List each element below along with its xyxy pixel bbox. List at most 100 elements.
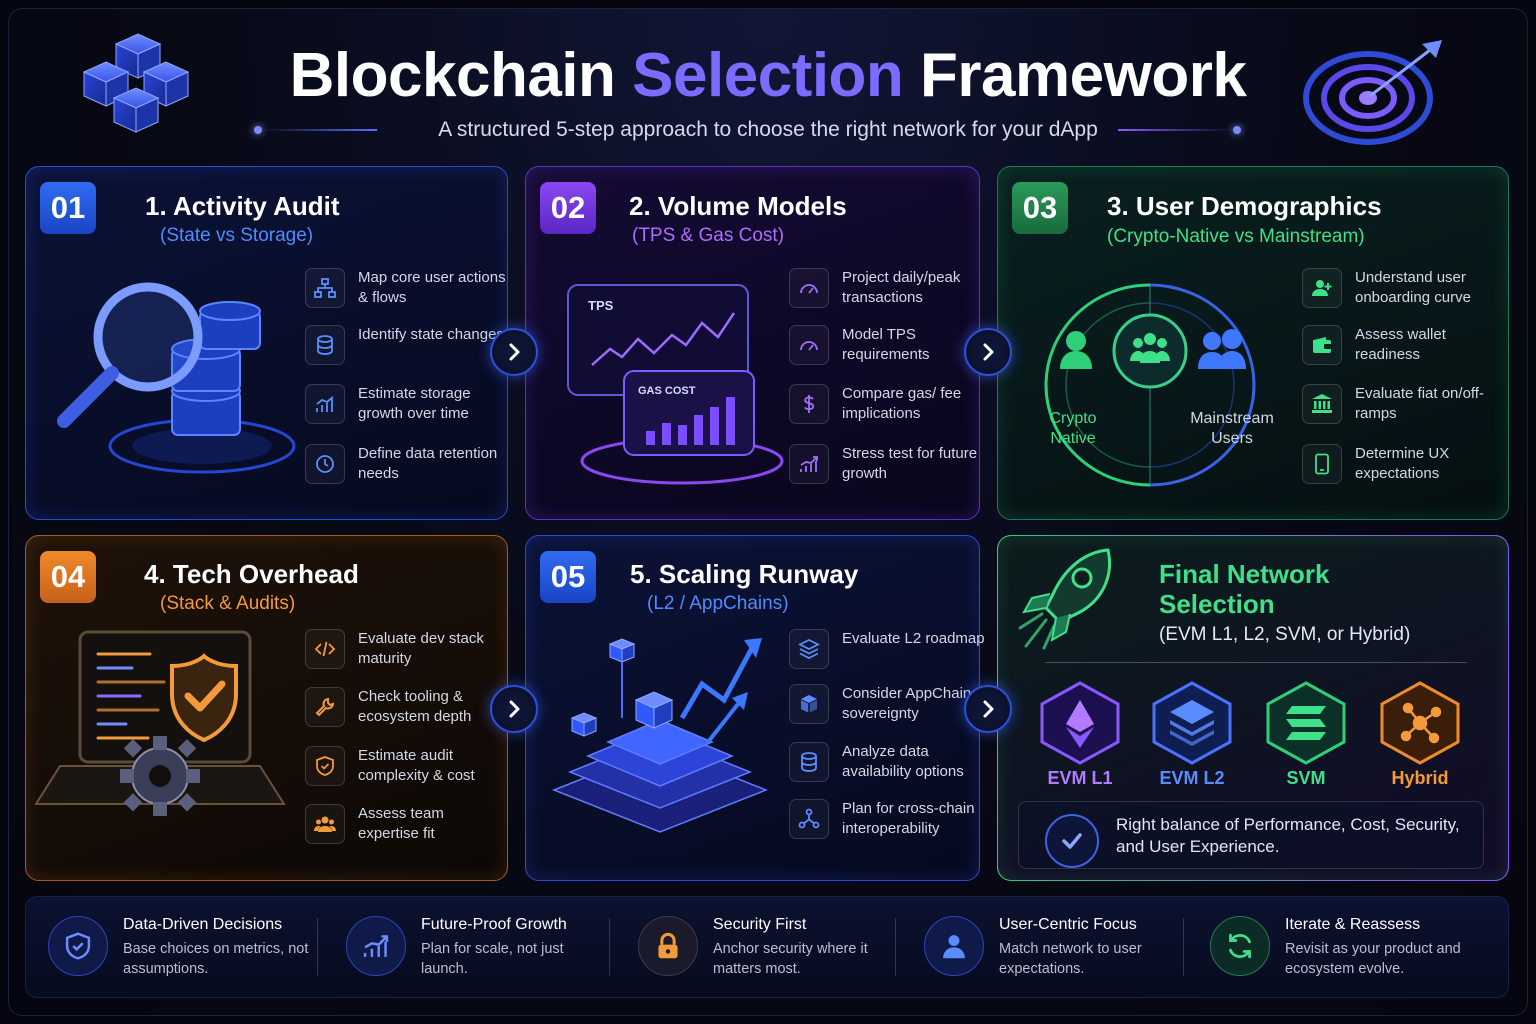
divider-dot [254, 126, 262, 134]
list-item: Identify state changes [305, 325, 504, 371]
evm-l2-option[interactable] [1150, 680, 1234, 766]
hybrid-label: Hybrid [1391, 768, 1449, 788]
separator [895, 918, 896, 976]
list-item: Evaluate dev stack maturity [305, 629, 495, 675]
list-item: Plan for cross-chain interoperability [789, 799, 979, 845]
step-number: 05 [540, 551, 596, 603]
check-icon [1045, 814, 1099, 868]
crypto-native-label: Crypto Native [1049, 410, 1097, 447]
next-step-arrow [964, 328, 1012, 376]
chevron-right-icon [983, 343, 994, 361]
bank-icon [1302, 384, 1342, 424]
hybrid-option[interactable] [1378, 680, 1462, 766]
next-step-arrow [490, 328, 538, 376]
target-icon [1302, 36, 1452, 146]
next-step-arrow [490, 685, 538, 733]
page-title: Blockchain Selection Framework [289, 41, 1247, 110]
ethereum-icon [1066, 700, 1094, 748]
magnifier-database-icon [52, 271, 302, 491]
step-subtitle: (L2 / AppChains) [647, 593, 789, 614]
user-icon [924, 916, 984, 976]
list-item: Define data retention needs [305, 444, 497, 490]
gauge-icon [789, 268, 829, 308]
step-subtitle: (Crypto-Native vs Mainstream) [1107, 226, 1365, 247]
page-subtitle: A structured 5-step approach to choose t… [438, 118, 1098, 141]
next-step-arrow [964, 685, 1012, 733]
divider-dot [1233, 126, 1241, 134]
evm-l1-label: EVM L1 [1047, 768, 1113, 788]
step-card-activity-audit: 01 1. Activity Audit (State vs Storage) … [25, 166, 508, 520]
user-segments-diagram: Crypto Native Mainstream Users [1032, 277, 1292, 487]
layers-icon [789, 629, 829, 669]
refresh-icon [1210, 916, 1270, 976]
svm-option[interactable] [1264, 680, 1348, 766]
step-subtitle: (State vs Storage) [160, 225, 314, 246]
team-icon [305, 804, 345, 844]
step-title: 5. Scaling Runway [630, 559, 859, 589]
growth-chart-icon [789, 444, 829, 484]
wrench-icon [305, 687, 345, 727]
user-plus-icon [1302, 268, 1342, 308]
list-item: Consider AppChain sovereignty [789, 684, 979, 730]
step-number: 03 [1012, 182, 1068, 234]
step-title: 1. Activity Audit [145, 191, 340, 221]
step-title: 3. User Demographics [1107, 191, 1382, 221]
chevron-right-icon [509, 700, 520, 718]
step-number: 04 [40, 551, 96, 603]
step-card-volume-models: 02 2. Volume Models (TPS & Gas Cost) TPS… [525, 166, 980, 520]
list-item: Evaluate L2 roadmap [789, 629, 985, 675]
chevron-right-icon [983, 700, 994, 718]
rocket-icon [1012, 544, 1122, 654]
shield-check-icon [305, 746, 345, 786]
list-item: Assess wallet readiness [1302, 325, 1492, 371]
growth-chart-icon [346, 916, 406, 976]
evm-l2-label: EVM L2 [1159, 768, 1225, 788]
separator [609, 918, 610, 976]
list-item: Assess team expertise fit [305, 804, 495, 850]
flow-chart-icon [305, 268, 345, 308]
step-title: 4. Tech Overhead [144, 559, 359, 589]
database-icon [789, 742, 829, 782]
separator [317, 918, 318, 976]
step-number: 02 [540, 182, 596, 234]
tps-gas-chart-illustration: TPS GAS COST [562, 279, 784, 489]
database-icon [305, 325, 345, 365]
gauge-icon [789, 325, 829, 365]
separator [1183, 918, 1184, 976]
code-shield-gear-icon [34, 626, 300, 856]
tps-label: TPS [588, 298, 614, 313]
step-title: 2. Volume Models [629, 191, 847, 221]
bar-chart-icon [305, 384, 345, 424]
list-item: Map core user actions & flows [305, 268, 506, 314]
chevron-right-icon [509, 343, 520, 361]
final-title: Final Network Selection [1159, 559, 1330, 619]
list-item: Analyze data availability options [789, 742, 979, 788]
list-item: Determine UX expectations [1302, 444, 1492, 490]
gas-cost-label: GAS COST [638, 385, 696, 397]
list-item: Estimate audit complexity & cost [305, 746, 495, 792]
list-item: Project daily/peak transactions [789, 268, 979, 314]
code-icon [305, 629, 345, 669]
list-item: Understand user onboarding curve [1302, 268, 1492, 314]
step-card-tech-overhead: 04 4. Tech Overhead (Stack & Audits) [25, 535, 508, 881]
cube-icon [789, 684, 829, 724]
step-number: 01 [40, 182, 96, 234]
list-item: Check tooling & ecosystem depth [305, 687, 495, 733]
list-item: Evaluate fiat on/off-ramps [1302, 384, 1492, 430]
divider [1045, 662, 1467, 663]
phone-icon [1302, 444, 1342, 484]
mainstream-users-label: Mainstream Users [1190, 410, 1274, 447]
list-item: Compare gas/ fee implications [789, 384, 979, 430]
step-subtitle: (TPS & Gas Cost) [632, 225, 785, 246]
balance-callout: Right balance of Performance, Cost, Secu… [1018, 801, 1484, 869]
solana-icon [1286, 706, 1326, 740]
balance-text: Right balance of Performance, Cost, Secu… [1116, 815, 1460, 856]
wallet-icon [1302, 325, 1342, 365]
list-item: Model TPS requirements [789, 325, 979, 371]
svm-label: SVM [1286, 768, 1326, 788]
step-card-scaling-runway: 05 5. Scaling Runway (L2 / AppChains) [525, 535, 985, 881]
clock-icon [305, 444, 345, 484]
lock-icon [638, 916, 698, 976]
step-subtitle: (Stack & Audits) [160, 593, 296, 614]
evm-l1-option[interactable] [1038, 680, 1122, 766]
